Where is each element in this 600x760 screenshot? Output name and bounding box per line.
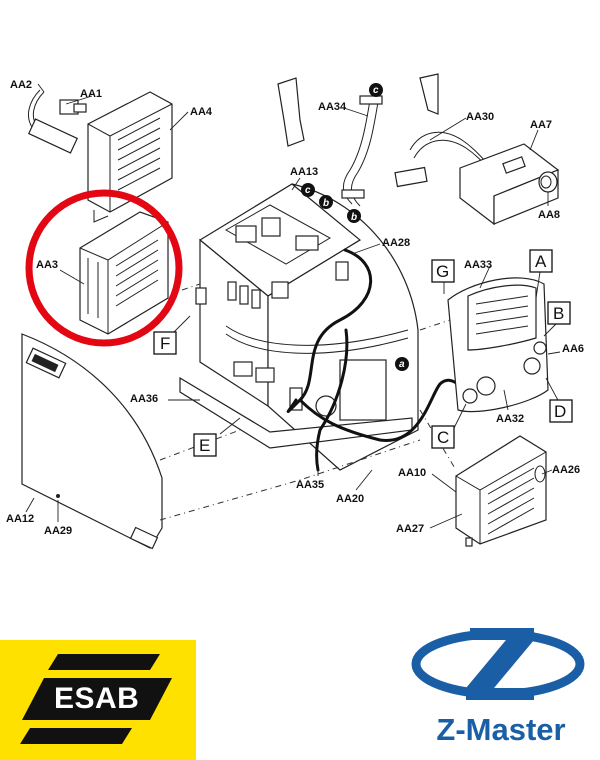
svg-text:A: A bbox=[535, 252, 547, 271]
label-aa32: AA32 bbox=[496, 413, 524, 425]
cable-1 bbox=[286, 248, 373, 413]
aa30-harness bbox=[394, 131, 495, 188]
svg-text:E: E bbox=[199, 436, 210, 455]
esab-wordmark: ESAB bbox=[54, 682, 140, 715]
zmaster-wordmark: Z-Master bbox=[436, 712, 566, 747]
label-aa3: AA3 bbox=[36, 259, 58, 271]
label-aa29: AA29 bbox=[44, 525, 72, 537]
aa3-bracket bbox=[79, 211, 169, 335]
label-aa30: AA30 bbox=[466, 111, 494, 123]
callout-b: B bbox=[547, 301, 571, 325]
label-aa20: AA20 bbox=[336, 493, 364, 505]
svg-text:c: c bbox=[373, 85, 379, 96]
svg-text:G: G bbox=[436, 262, 449, 281]
esab-logo bbox=[0, 640, 196, 760]
connector-b-chassis: b bbox=[319, 195, 333, 209]
exploded-parts-diagram: AA2 AA1 AA4 AA34 AA30 AA7 AA8 AA13 AA28 … bbox=[6, 73, 584, 550]
esab-registered-mark: ® bbox=[158, 686, 165, 696]
callout-g: G bbox=[431, 259, 455, 283]
connector-c-chassis: c bbox=[301, 183, 315, 197]
callout-a: A bbox=[529, 249, 553, 273]
top-harness bbox=[277, 73, 439, 147]
svg-text:D: D bbox=[554, 402, 566, 421]
label-aa26: AA26 bbox=[552, 464, 580, 476]
callout-d: D bbox=[549, 399, 573, 423]
zmaster-logo-mark bbox=[411, 628, 585, 700]
label-aa8: AA8 bbox=[538, 209, 560, 221]
label-aa6: AA6 bbox=[562, 343, 584, 355]
aa33-front-panel bbox=[447, 277, 549, 413]
cable-3 bbox=[315, 328, 349, 472]
aa3-highlight-circle bbox=[25, 189, 183, 347]
label-aa1: AA1 bbox=[80, 88, 102, 100]
label-aa12: AA12 bbox=[6, 513, 34, 525]
callout-f: F bbox=[153, 331, 177, 355]
svg-text:c: c bbox=[305, 185, 311, 196]
connector-c-top: c bbox=[369, 83, 383, 97]
callout-c: C bbox=[431, 425, 455, 449]
svg-text:B: B bbox=[553, 304, 564, 323]
svg-text:b: b bbox=[351, 212, 357, 223]
esab-logo-mark bbox=[20, 654, 172, 744]
svg-text:F: F bbox=[160, 334, 170, 353]
label-aa27: AA27 bbox=[396, 523, 424, 535]
label-aa35: AA35 bbox=[296, 479, 324, 491]
main-chassis bbox=[179, 183, 419, 471]
label-aa36: AA36 bbox=[130, 393, 158, 405]
label-aa10: AA10 bbox=[398, 467, 426, 479]
aa34-ribbon-cable bbox=[341, 95, 383, 207]
connector-a: a bbox=[395, 357, 409, 371]
svg-text:a: a bbox=[399, 359, 405, 370]
label-aa7: AA7 bbox=[530, 119, 552, 131]
svg-text:C: C bbox=[437, 428, 449, 447]
label-aa34: AA34 bbox=[318, 101, 347, 113]
aa2-cable-connector bbox=[27, 89, 87, 154]
connector-b-ribbon: b bbox=[347, 209, 361, 223]
label-aa4: AA4 bbox=[190, 106, 213, 118]
aa8-knob bbox=[538, 171, 558, 193]
label-aa13: AA13 bbox=[290, 166, 318, 178]
label-aa2: AA2 bbox=[10, 79, 32, 91]
label-aa33: AA33 bbox=[464, 259, 492, 271]
label-aa28: AA28 bbox=[382, 237, 410, 249]
svg-text:b: b bbox=[323, 198, 329, 209]
aa26-grille-panel bbox=[455, 435, 547, 547]
callout-e: E bbox=[193, 433, 217, 457]
cable-2 bbox=[298, 378, 460, 442]
aa12-side-panel bbox=[21, 333, 163, 550]
aa4-bracket bbox=[87, 91, 173, 223]
